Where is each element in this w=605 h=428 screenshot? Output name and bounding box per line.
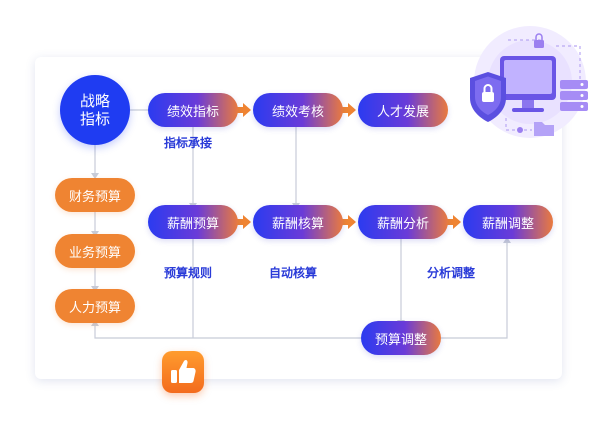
arrow-right-icon (233, 103, 251, 117)
talent-development-node: 人才发展 (358, 93, 448, 127)
security-computer-icon (470, 26, 588, 138)
arrow-right-icon (443, 215, 461, 229)
auto-accounting-label: 自动核算 (269, 266, 318, 280)
analysis-adjustment-label: 分析调整 (427, 266, 476, 280)
strategy-line-2: 指标 (79, 110, 110, 128)
salary-accounting-node: 薪酬核算 (253, 205, 343, 239)
salary-budget-node: 薪酬预算 (148, 205, 238, 239)
arrow-right-icon (338, 215, 356, 229)
strategy-node: 战略 指标 (60, 75, 130, 145)
hr-budget-node: 人力预算 (55, 289, 135, 323)
strategy-line-1: 战略 (79, 92, 110, 110)
indicator-inheritance-label: 指标承接 (164, 136, 213, 150)
salary-analysis-node: 薪酬分析 (358, 205, 448, 239)
arrow-right-icon (338, 103, 356, 117)
thumbs-up-badge (162, 351, 204, 393)
thumbs-up-icon (171, 359, 196, 383)
financial-budget-node: 财务预算 (55, 178, 135, 212)
budget-rules-label: 预算规则 (164, 266, 213, 280)
budget-adjustment-node: 预算调整 (361, 321, 441, 355)
performance-review-node: 绩效考核 (253, 93, 343, 127)
business-budget-node: 业务预算 (55, 234, 135, 268)
arrow-right-icon (233, 215, 251, 229)
performance-indicators-node: 绩效指标 (148, 93, 238, 127)
salary-adjustment-node: 薪酬调整 (463, 205, 553, 239)
